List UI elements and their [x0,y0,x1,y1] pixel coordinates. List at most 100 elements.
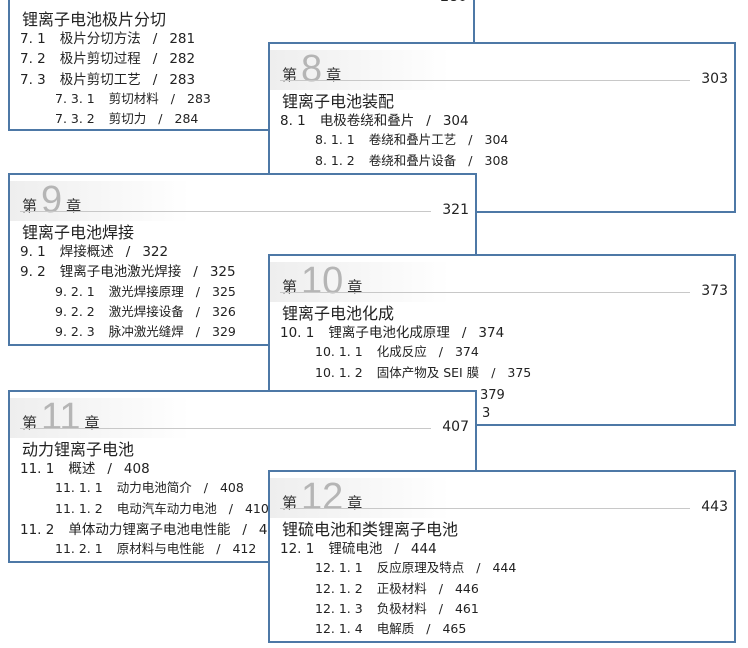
entry-number: 12. 1 [280,541,315,557]
page-fragment: 379 [480,388,505,403]
separator: / [152,31,158,47]
chapter-title[interactable]: 动力锂离子电池 [22,440,135,459]
chapter-title[interactable]: 锂硫电池和类锂离子电池 [282,520,459,539]
chapter-prefix: 第 [22,197,38,215]
entry-title: 极片剪切过程 [59,51,141,68]
entry-title: 锂硫电池 [328,541,383,557]
entry-page: 325 [209,264,236,281]
entry-title: 反应原理及特点 [376,560,465,576]
entry-number: 9. 2. 1 [55,283,95,299]
entry-page: 375 [507,364,532,380]
separator: / [152,51,158,68]
separator: / [476,560,481,576]
separator: / [426,113,431,129]
header-shade [270,50,450,90]
chapter-number: 10 [301,260,344,302]
divider [280,80,690,81]
entry-number: 11. 2 [20,521,55,538]
chapter-title[interactable]: 锂离子电池装配 [282,92,395,111]
entry-number: 7. 3 [20,71,46,88]
separator: / [438,600,443,616]
entry-title: 固体产物及 SEI 膜 [376,364,480,380]
chapter-suffix: 章 [326,66,342,84]
entry-number: 7. 1 [20,31,46,47]
entry-page: 326 [212,303,236,319]
divider [20,211,431,212]
entry-page: 281 [169,31,196,47]
entry-title: 焊接概述 [59,244,114,260]
entry-number: 12. 1. 1 [315,560,363,576]
entry-number: 9. 1 [20,244,46,260]
entry-page: 461 [454,600,479,616]
separator: / [193,264,198,281]
chapter-number: 12 [301,476,344,518]
entry-title: 原材料与电性能 [116,541,205,557]
divider [280,508,690,509]
chapter-suffix: 章 [347,494,363,512]
entry-number: 8. 1. 2 [315,152,355,168]
separator: / [468,152,473,168]
separator: / [195,324,200,340]
chapter-title[interactable]: 锂离子电池焊接 [22,223,135,242]
entry-page: 374 [478,325,505,341]
separator: / [158,111,163,127]
chapter-page-number: 443 [701,499,728,515]
entry-title: 化成反应 [376,344,427,360]
entry-title: 极片分切方法 [59,31,141,47]
entry-title: 极片剪切工艺 [59,71,141,88]
entry-number: 7. 3. 1 [55,90,95,106]
entry-number: 9. 2. 2 [55,303,95,319]
entry-page: 282 [169,51,196,68]
entry-title: 概述 [68,461,96,477]
entry-page: 304 [484,132,509,148]
separator: / [170,90,175,106]
chapter-title[interactable]: 锂离子电池极片分切 [22,10,167,29]
chapter-title[interactable]: 锂离子电池化成 [282,304,395,323]
entry-title: 锂离子电池化成原理 [328,325,450,341]
chapter-suffix: 章 [66,197,82,215]
entry-number: 9. 2. 3 [55,324,95,340]
entry-title: 动力电池简介 [116,480,192,496]
chapter-suffix: 章 [84,414,100,432]
separator: / [438,344,443,360]
entry-number: 12. 1. 3 [315,600,363,616]
entry-title: 电解质 [376,621,415,637]
separator: / [216,541,221,557]
separator: / [468,132,473,148]
entry-number: 11. 1. 2 [55,500,103,516]
separator: / [203,480,208,496]
section-entry[interactable]: 7. 1 极片分切方法 / 281 [20,27,195,47]
entry-number: 10. 1. 2 [315,364,363,380]
entry-page: 325 [212,283,236,299]
chapter-prefix: 第 [282,278,298,296]
chapter-prefix: 第 [282,494,298,512]
entry-page: 304 [442,113,469,129]
